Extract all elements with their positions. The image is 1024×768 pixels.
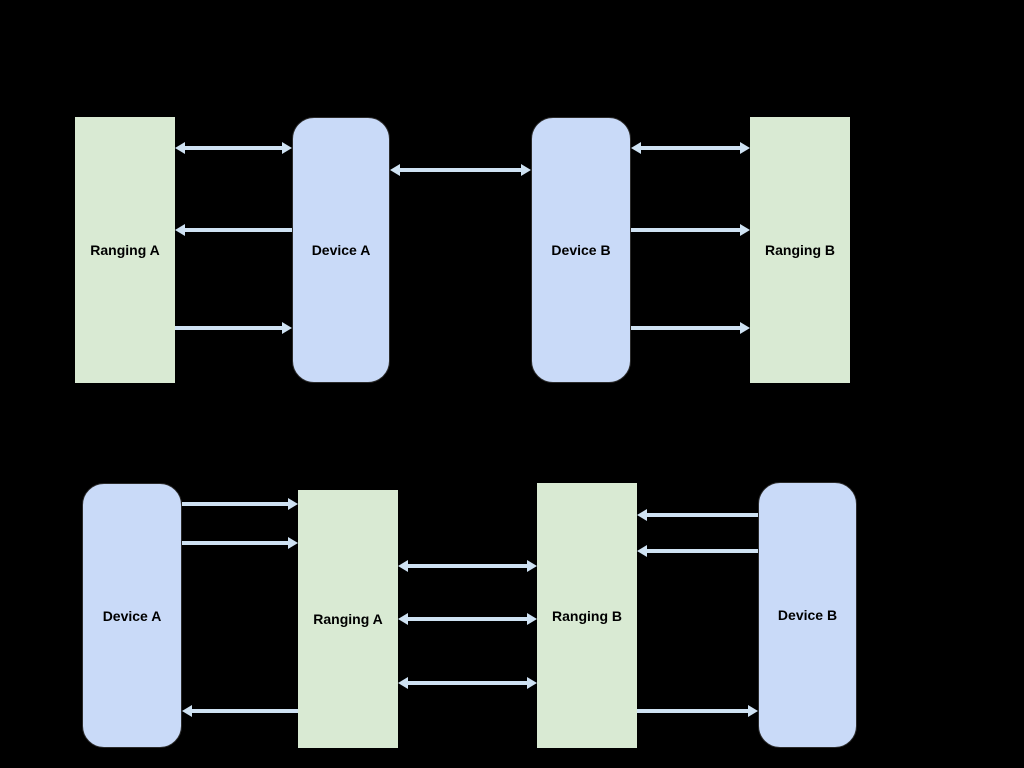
arrowhead-right-icon	[288, 498, 298, 510]
box-device-b-top: Device B	[531, 117, 631, 383]
arrowhead-right-icon	[527, 560, 537, 572]
arrowhead-right-icon	[740, 322, 750, 334]
arrowhead-left-icon	[637, 509, 647, 521]
box-label: Ranging B	[765, 242, 835, 258]
arrow-ranginga-to-devicea	[175, 322, 292, 334]
arrow-deviceb-to-rangingb-bottom-2	[637, 545, 758, 557]
arrow-ranginga-rangingb-bidirectional-3	[398, 677, 537, 689]
arrow-devicea-to-ranginga-2	[182, 537, 298, 549]
arrowhead-right-icon	[282, 142, 292, 154]
arrowhead-left-icon	[398, 613, 408, 625]
arrowhead-right-icon	[740, 142, 750, 154]
arrow-devicea-deviceb-bidirectional	[390, 164, 531, 176]
box-ranging-a-top: Ranging A	[75, 117, 175, 383]
arrowhead-left-icon	[398, 677, 408, 689]
arrow-rangingb-to-deviceb-return	[637, 705, 758, 717]
box-device-b-bottom: Device B	[758, 482, 857, 748]
box-device-a-bottom: Device A	[82, 483, 182, 748]
arrow-ranginga-rangingb-bidirectional-2	[398, 613, 537, 625]
arrowhead-left-icon	[390, 164, 400, 176]
arrowhead-left-icon	[175, 142, 185, 154]
box-ranging-b-top: Ranging B	[750, 117, 850, 383]
arrowhead-left-icon	[175, 224, 185, 236]
arrow-ranginga-rangingb-bidirectional-1	[398, 560, 537, 572]
box-label: Ranging A	[90, 242, 160, 258]
arrow-deviceb-to-rangingb-2	[631, 322, 750, 334]
arrow-deviceb-to-rangingb-1	[631, 224, 750, 236]
arrow-devicea-to-ranginga-1	[182, 498, 298, 510]
arrow-deviceb-to-rangingb-bottom-1	[637, 509, 758, 521]
box-label: Ranging A	[313, 611, 383, 627]
arrow-devicea-to-ranginga	[175, 224, 292, 236]
arrowhead-right-icon	[527, 677, 537, 689]
box-label: Device A	[102, 607, 162, 624]
arrowhead-left-icon	[182, 705, 192, 717]
arrowhead-right-icon	[527, 613, 537, 625]
arrowhead-left-icon	[398, 560, 408, 572]
arrowhead-left-icon	[631, 142, 641, 154]
box-label: Device B	[777, 607, 838, 623]
arrowhead-right-icon	[288, 537, 298, 549]
arrowhead-right-icon	[740, 224, 750, 236]
box-ranging-b-bottom: Ranging B	[537, 483, 637, 748]
arrow-ranginga-to-devicea-return	[182, 705, 298, 717]
box-ranging-a-bottom: Ranging A	[298, 490, 398, 748]
box-label: Device A	[311, 242, 371, 258]
arrowhead-right-icon	[748, 705, 758, 717]
arrowhead-left-icon	[637, 545, 647, 557]
box-label: Ranging B	[552, 607, 622, 624]
arrow-ranginga-devicea-bidirectional	[175, 142, 292, 154]
arrowhead-right-icon	[521, 164, 531, 176]
box-device-a-top: Device A	[292, 117, 390, 383]
arrowhead-right-icon	[282, 322, 292, 334]
arrow-deviceb-rangingb-bidirectional	[631, 142, 750, 154]
box-label: Device B	[551, 242, 611, 258]
